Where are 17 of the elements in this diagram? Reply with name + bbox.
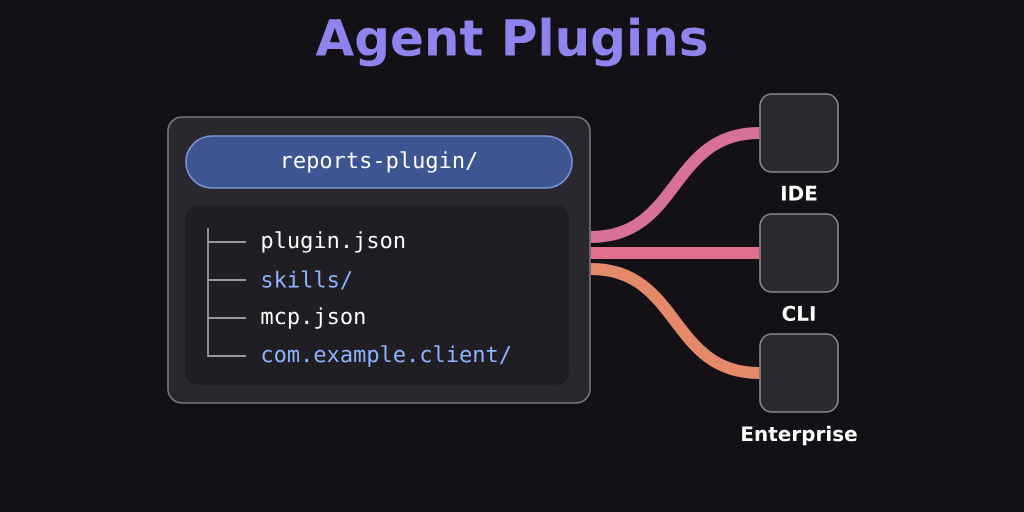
title: Agent Plugins [315,17,707,67]
client-label: IDE [782,185,817,201]
file-list-box [185,205,569,385]
client-box [759,213,839,293]
node-label: com.example.client/ [262,345,511,367]
client-box [759,93,839,173]
ribbon-connector [590,247,760,259]
node-label: skills/ [262,270,352,290]
client-box [759,333,839,413]
file-name-list: plugin.json skills/ mcp.json com.example.client/ [261,231,511,367]
node-label: mcp.json [261,307,365,329]
ribbon-connector [590,263,760,379]
client-label: CLI [782,305,815,321]
ribbon-connector [590,127,760,243]
folder-pill: reports-plugin/ [185,135,573,189]
client-label: Enterprise [742,425,857,446]
node-label: plugin.json [262,231,405,253]
